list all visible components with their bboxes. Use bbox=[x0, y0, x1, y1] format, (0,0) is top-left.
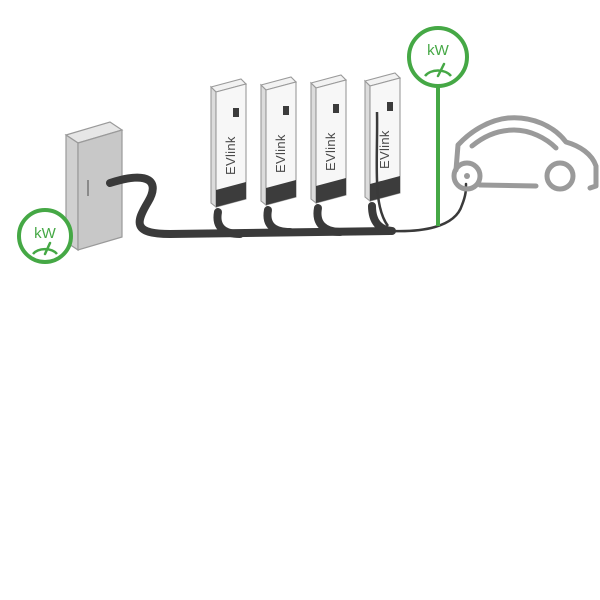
charging-station: EVlink bbox=[363, 72, 402, 227]
electrical-cabinet bbox=[64, 121, 124, 252]
charging-station: EVlink bbox=[209, 78, 248, 209]
station-brand-label: EVlink bbox=[273, 134, 288, 173]
meter-unit-label: kW bbox=[34, 225, 57, 242]
charging-station: EVlink bbox=[259, 76, 298, 207]
charging-station: EVlink bbox=[309, 74, 348, 205]
electric-vehicle bbox=[451, 115, 599, 192]
station-brand-label: EVlink bbox=[377, 130, 392, 169]
meter-unit-label: kW bbox=[427, 42, 450, 59]
charging-stations: EVlink EVlink EVlink EVlink bbox=[209, 72, 402, 227]
power-cable bbox=[106, 173, 396, 239]
power-meter-icon: kW bbox=[407, 26, 469, 88]
station-brand-label: EVlink bbox=[323, 132, 338, 171]
power-meter-icon: kW bbox=[17, 208, 73, 264]
vehicle-charging-cable bbox=[390, 182, 468, 233]
station-brand-label: EVlink bbox=[223, 136, 238, 175]
